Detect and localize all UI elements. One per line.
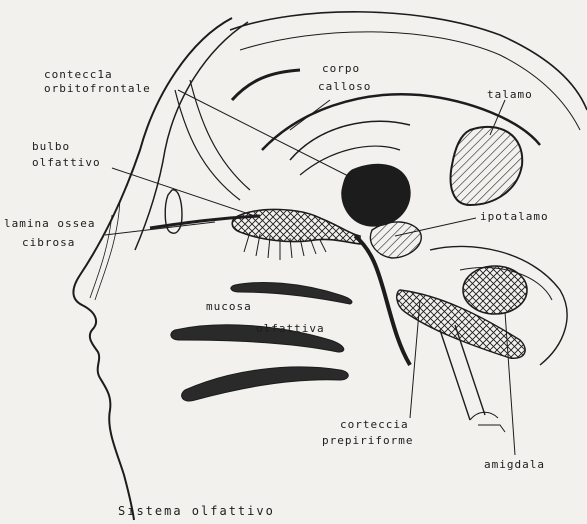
label-corpo-calloso-line2: calloso	[318, 80, 371, 93]
thalamus	[451, 127, 523, 205]
label-ipotalamo: ipotalamo	[480, 210, 549, 223]
label-corteccia-orbitofrontale-line1: contecc1a	[44, 68, 113, 81]
leader-lamina	[105, 222, 215, 235]
corpus-callosum-arc-2	[290, 121, 410, 160]
mucosa-band-lower	[182, 367, 349, 401]
label-corteccia-prepiriforme-line2: prepiriforme	[322, 434, 413, 447]
label-corteccia-orbitofrontale-line2: orbitofrontale	[44, 82, 151, 95]
label-amigdala: amigdala	[484, 458, 545, 471]
label-corpo-calloso-line1: corpo	[322, 62, 360, 75]
label-mucosa-line1: mucosa	[206, 300, 252, 313]
label-talamo: talamo	[487, 88, 533, 101]
label-corteccia-prepiriforme-line1: corteccia	[340, 418, 409, 431]
leader-orbitofrontal	[178, 90, 372, 188]
label-lamina-ossea-line2: cibrosa	[22, 236, 75, 249]
head-profile-inner	[135, 22, 248, 250]
frontal-sulcus	[175, 80, 250, 200]
label-bulbo-olfattivo-line2: olfattivo	[32, 156, 101, 169]
corpus-callosum-curve	[232, 70, 300, 100]
label-lamina-ossea-line1: lamina ossea	[4, 217, 95, 230]
diagram-caption: Sistema olfattivo	[118, 505, 275, 518]
label-mucosa-line2: olfattiva	[256, 322, 325, 335]
hypothalamus	[370, 222, 421, 258]
leader-bulbo	[112, 168, 255, 216]
artist-signature-mark	[470, 412, 505, 432]
brain-outline-inner	[240, 32, 580, 130]
orbitofrontal-cortex	[342, 164, 410, 226]
leader-corpo-calloso	[290, 100, 330, 130]
label-bulbo-olfattivo-line1: bulbo	[32, 140, 70, 153]
